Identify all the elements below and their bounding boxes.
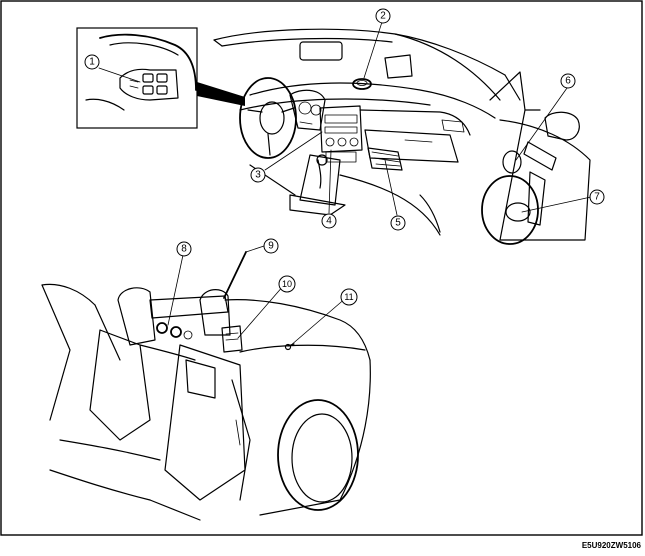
callout-label-4: 4 — [326, 216, 332, 227]
antenna-feeder-icon — [221, 325, 243, 353]
callout-11: 11 — [340, 288, 358, 306]
callout-label-1: 1 — [89, 57, 95, 68]
rear-speaker-left-icon — [156, 322, 168, 334]
callout-label-2: 2 — [380, 11, 386, 22]
callout-10: 10 — [278, 275, 296, 293]
steering-switch-inset — [76, 27, 245, 129]
callout-label-10: 10 — [282, 279, 292, 289]
callout-label-5: 5 — [395, 218, 401, 229]
figure-code: E5U920ZW5106 — [582, 541, 642, 550]
callout-label-8: 8 — [181, 244, 187, 255]
callout-label-7: 7 — [594, 192, 600, 203]
callout-4: 4 — [321, 213, 337, 229]
rear-convertible-view — [41, 251, 371, 521]
callout-2: 2 — [375, 8, 391, 24]
leader-lines — [98, 21, 592, 347]
rear-speaker-right-icon — [170, 326, 182, 338]
callout-label-6: 6 — [565, 76, 571, 87]
callout-3: 3 — [250, 167, 266, 183]
interior-dashboard-view — [213, 28, 591, 245]
callout-8: 8 — [176, 241, 192, 257]
figure-border — [0, 0, 643, 536]
audio-switch-button-icon — [142, 73, 154, 83]
door-speaker-icon — [481, 175, 539, 245]
callout-1: 1 — [84, 54, 100, 70]
callout-label-11: 11 — [344, 292, 353, 302]
door-tweeter-icon — [502, 150, 522, 174]
callout-9: 9 — [263, 238, 279, 254]
antenna-icon — [223, 251, 247, 299]
callout-7: 7 — [589, 189, 605, 205]
callout-5: 5 — [390, 215, 406, 231]
trunk-antenna-point-icon — [284, 343, 292, 351]
callout-label-9: 9 — [268, 241, 274, 252]
callout-6: 6 — [560, 73, 576, 89]
callout-label-3: 3 — [255, 170, 261, 181]
